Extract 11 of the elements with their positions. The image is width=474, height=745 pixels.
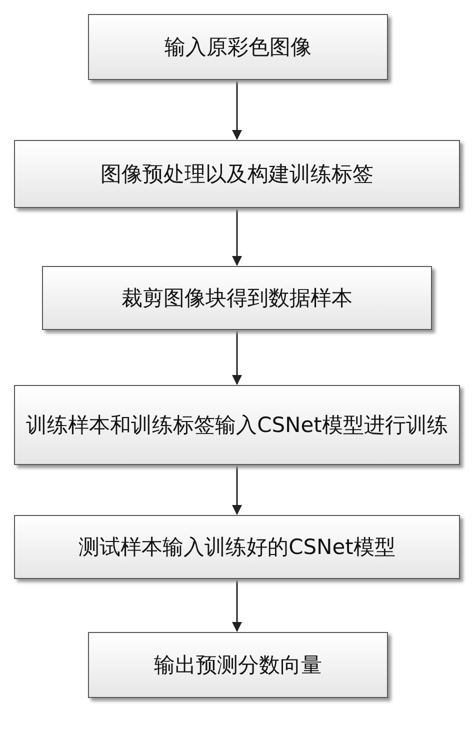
arrow <box>232 209 242 266</box>
process-box: 图像预处理以及构建训练标签 <box>14 140 460 208</box>
arrow <box>232 81 242 140</box>
arrow <box>232 331 242 385</box>
process-box: 输出预测分数向量 <box>88 632 388 698</box>
process-box: 输入原彩色图像 <box>88 14 388 80</box>
process-box: 裁剪图像块得到数据样本 <box>42 266 432 330</box>
arrow <box>232 580 242 632</box>
process-box: 训练样本和训练标签输入CSNet模型进行训练 <box>14 385 460 465</box>
arrow <box>232 466 242 515</box>
process-box: 测试样本输入训练好的CSNet模型 <box>14 515 460 579</box>
